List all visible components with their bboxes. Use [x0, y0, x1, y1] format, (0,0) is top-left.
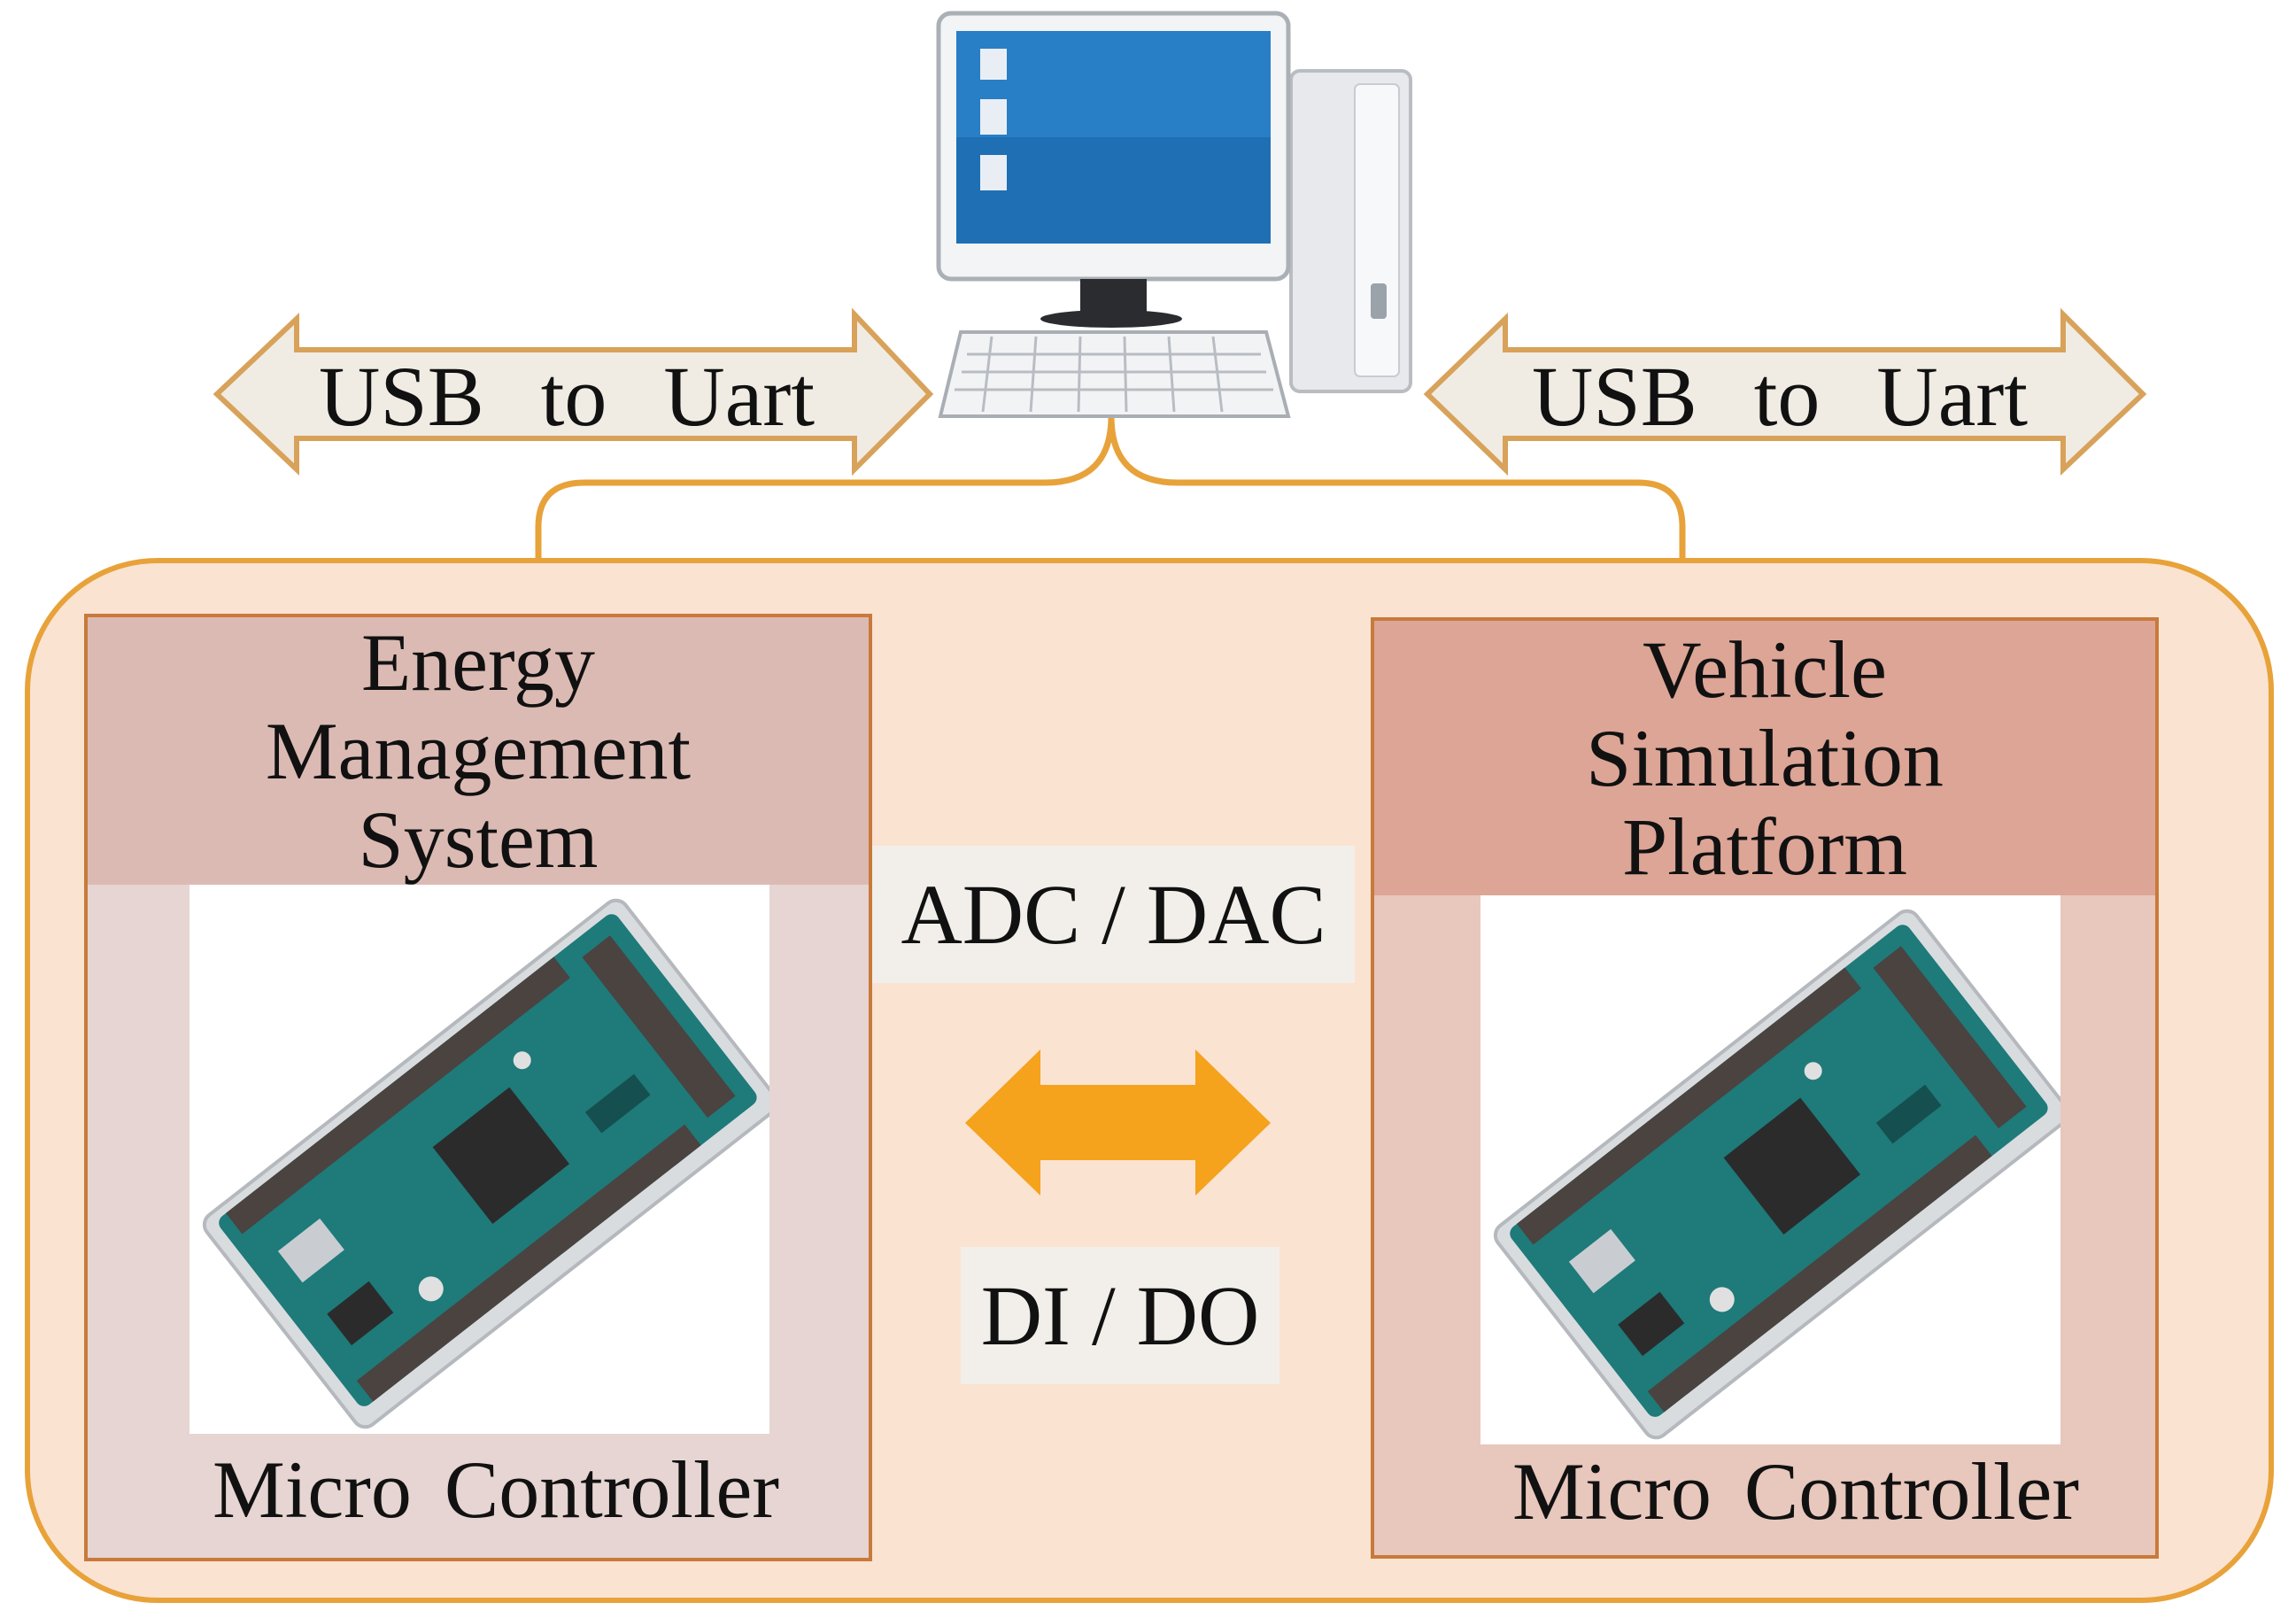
ems-panel-header: Energy Management System [88, 617, 869, 885]
vsp-board-label: Micro Controller [1512, 1446, 2079, 1537]
microcontroller-board-icon [202, 898, 779, 1429]
desktop-computer-icon [936, 11, 1412, 418]
ems-panel: Energy Management System Micro Controlle… [84, 614, 872, 1561]
vsp-panel: Vehicle Simulation Platform Micro Contro… [1371, 617, 2159, 1559]
adc-dac-label: ADC / DAC [872, 846, 1355, 983]
ems-title-line: Management [265, 706, 692, 796]
usb-left-arrow [213, 307, 934, 476]
vsp-board-image [1480, 895, 2070, 1444]
ems-board-image [189, 885, 779, 1434]
vsp-title: Vehicle Simulation Platform [1374, 621, 2155, 895]
di-do-label: DI / DO [961, 1247, 1279, 1384]
io-double-arrow [965, 1049, 1271, 1196]
usb-left-label: USB to Uart [319, 349, 815, 444]
ems-title-line: System [358, 794, 599, 885]
microcontroller-board-icon [1493, 909, 2070, 1440]
usb-right-label: USB to Uart [1532, 349, 2028, 444]
ems-board-label: Micro Controller [213, 1444, 779, 1535]
vsp-title-line: Platform [1622, 801, 1907, 892]
usb-right-arrow [1423, 307, 2147, 476]
ems-title: Energy Management System [88, 617, 869, 885]
vsp-panel-header: Vehicle Simulation Platform [1374, 621, 2155, 895]
ems-title-line: Energy [360, 617, 595, 708]
vsp-title-line: Simulation [1586, 713, 1944, 803]
vsp-title-line: Vehicle [1643, 624, 1887, 715]
